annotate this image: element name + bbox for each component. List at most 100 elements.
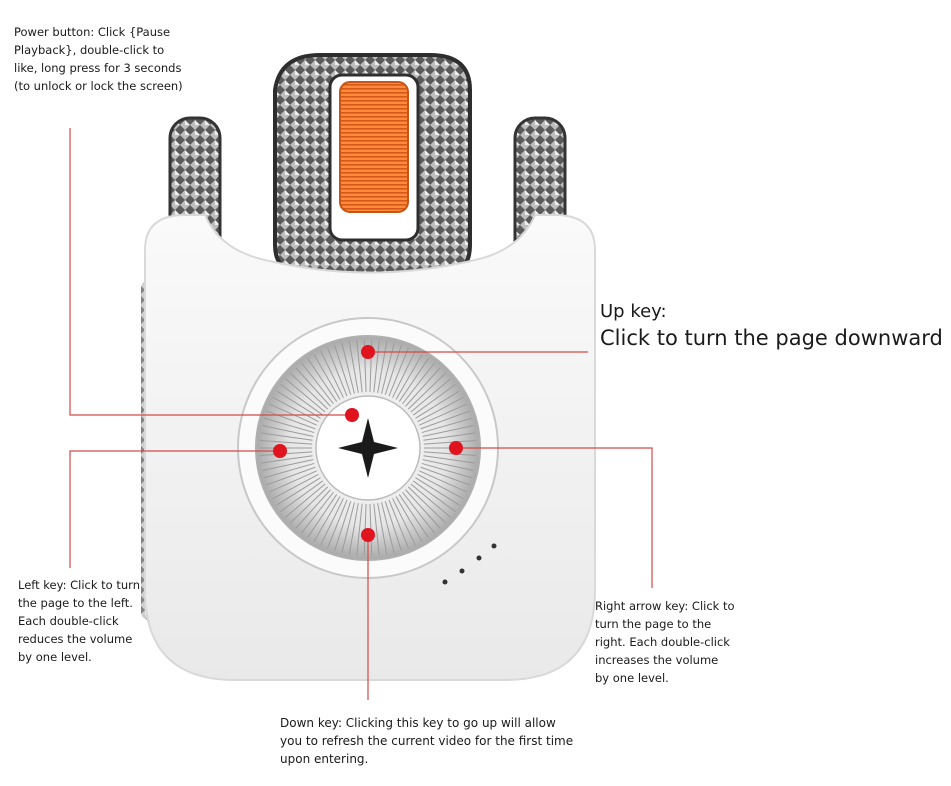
dial-ray [422,425,474,437]
dial-ray [373,340,380,393]
dial-ray [295,367,331,407]
dial-ray [413,480,456,512]
dial-ray [423,439,476,445]
up-key-description: Click to turn the page downward [600,326,943,350]
up-key-title: Up key: [600,301,667,322]
dial-ray [280,384,323,416]
dial-ray [284,483,326,518]
dial-ray [392,498,416,546]
dial-ray [289,486,329,524]
dial-ray [307,358,338,402]
dial-ray [377,503,388,555]
dial-ray [348,503,359,555]
dial-ray [307,494,338,538]
dial-ray [280,480,323,512]
dial-ray [301,362,334,405]
left-leader-line [69,450,280,568]
dial-ray [320,350,344,398]
dial-ray [420,466,470,486]
dial-ray [313,354,341,400]
dial-ray [420,410,470,430]
dial-ray [348,341,359,393]
down-key-callout: Down key: Clicking this key to go up wil… [280,716,574,766]
dial-ray [356,340,363,393]
dial-ray [260,439,313,445]
power-key-marker [345,408,359,422]
dial-ray [415,390,460,419]
power-button-callout: Power button: Click {Pause Playback}, do… [14,25,183,93]
dial-ray [415,477,460,506]
dial-ray [269,470,318,493]
dial-ray [423,432,476,441]
dial-ray [266,466,316,486]
indicator-dot [442,579,448,585]
indicator-dot [459,568,465,574]
dial-ray [410,378,452,413]
dial-ray [334,501,352,551]
dial-ray [405,367,441,407]
dial-ray [262,459,314,471]
dial-ray [260,455,313,464]
dial-ray [276,390,321,419]
dial-ray [373,503,380,556]
key-markers [273,345,463,542]
dial-ray [276,477,321,506]
dial-ray [388,347,409,397]
dial-ray [341,343,355,394]
dial-ray [398,494,429,538]
right-key-callout: Right arrow key: Click to turn the page … [595,599,735,685]
dial-ray [384,345,402,395]
dial-ray [418,470,467,493]
dial-ray [395,496,423,542]
dial-ray [272,473,319,500]
dial-ray [402,491,435,534]
indicator-dot [476,555,482,561]
dial-ray [407,372,447,410]
dial-ray [418,403,467,426]
dial-ray [356,503,363,556]
dial-ray [341,502,355,553]
dial-ray [407,486,447,524]
dial-ray [417,473,464,500]
indicator-dot [491,543,497,549]
leader-lines [69,128,653,700]
dial-ray [377,341,388,393]
dial-ray [398,358,429,402]
left-key-marker [273,444,287,458]
dial-ray [417,396,464,423]
dial-ray [381,502,395,553]
dial-ray [422,459,474,471]
dial-ray [264,462,315,479]
dial-ray [295,489,331,529]
dial-ray [384,501,402,551]
dial-ray [392,350,416,398]
dial-ray [423,455,476,464]
left-key-callout: Left key: Click to turn the page to the … [18,578,140,664]
dial-ray [388,499,409,549]
right-leader-line [456,447,653,588]
power-leader-line [69,128,352,416]
up-key-marker [361,345,375,359]
dial-ray [413,384,456,416]
dial-ray [327,499,348,549]
dial-ray [289,372,329,410]
dial-ray [301,491,334,534]
down-key-marker [361,528,375,542]
dial-ray [313,496,341,542]
dial-ray [395,354,423,400]
dial-ray [421,417,472,434]
dial-ray [423,451,476,457]
dial-ray [334,345,352,395]
dial-ray [266,410,316,430]
dial-ray [421,462,472,479]
scroll-wheel [339,81,409,213]
up-key-callout: Up key: Click to turn the page downward [600,300,943,352]
dial-ray [327,347,348,397]
dial-ray [264,417,315,434]
dial-ray [272,396,319,423]
four-point-star-icon [338,418,398,478]
dial-ray [260,432,313,441]
dial-ray [284,378,326,413]
dial-ray [320,498,344,546]
